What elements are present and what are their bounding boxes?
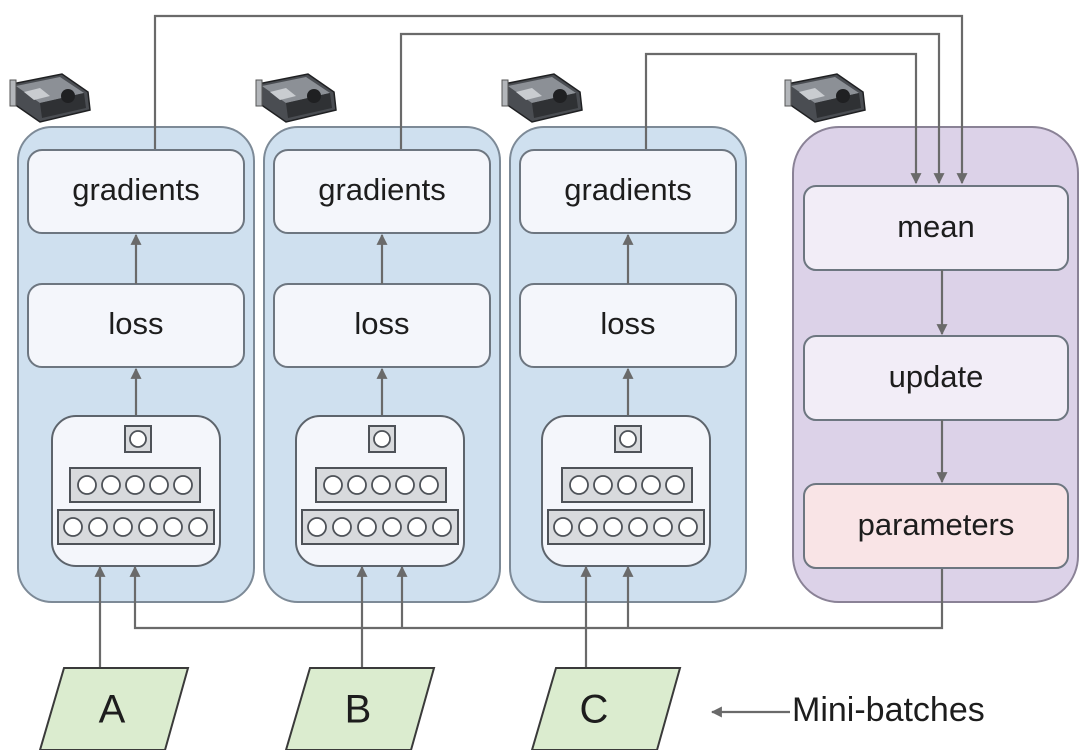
neural-network-c: [541, 415, 711, 567]
gradients-label-a: gradients: [72, 172, 200, 207]
mean-box: [803, 185, 1069, 271]
gpu-card-icon: [255, 73, 337, 123]
gradient-route-c: [644, 52, 922, 185]
update-label: update: [889, 359, 984, 394]
gpu-card-icon: [9, 73, 91, 123]
gradients-box-c: [519, 149, 737, 234]
gradient-route-a: [153, 14, 968, 185]
gradients-box-b: [273, 149, 491, 234]
parameters-label: parameters: [858, 507, 1015, 542]
mini-batch-label-a: A: [99, 688, 126, 732]
loss-label-b: loss: [354, 306, 409, 341]
gpu-card-icon: [784, 73, 866, 123]
gradients-label-b: gradients: [318, 172, 446, 207]
mini-batch-c: [530, 667, 682, 750]
gradient-route-b: [399, 32, 945, 185]
mini-batches-annotation: Mini-batches: [792, 691, 985, 729]
gpu-card-icon: [501, 73, 583, 123]
loss-label-c: loss: [600, 306, 655, 341]
mini-batch-label-b: B: [345, 688, 372, 732]
update-box: [803, 335, 1069, 421]
mini-batch-b: [284, 667, 436, 750]
gradients-label-c: gradients: [564, 172, 692, 207]
mean-label: mean: [897, 209, 975, 244]
mini-batch-a: [38, 667, 190, 750]
parameters-box: [803, 483, 1069, 569]
neural-network-b: [295, 415, 465, 567]
mini-batch-label-c: C: [580, 688, 609, 732]
gradients-box-a: [27, 149, 245, 234]
loss-label-a: loss: [108, 306, 163, 341]
neural-network-a: [51, 415, 221, 567]
parameter-broadcast-route: [129, 565, 944, 630]
